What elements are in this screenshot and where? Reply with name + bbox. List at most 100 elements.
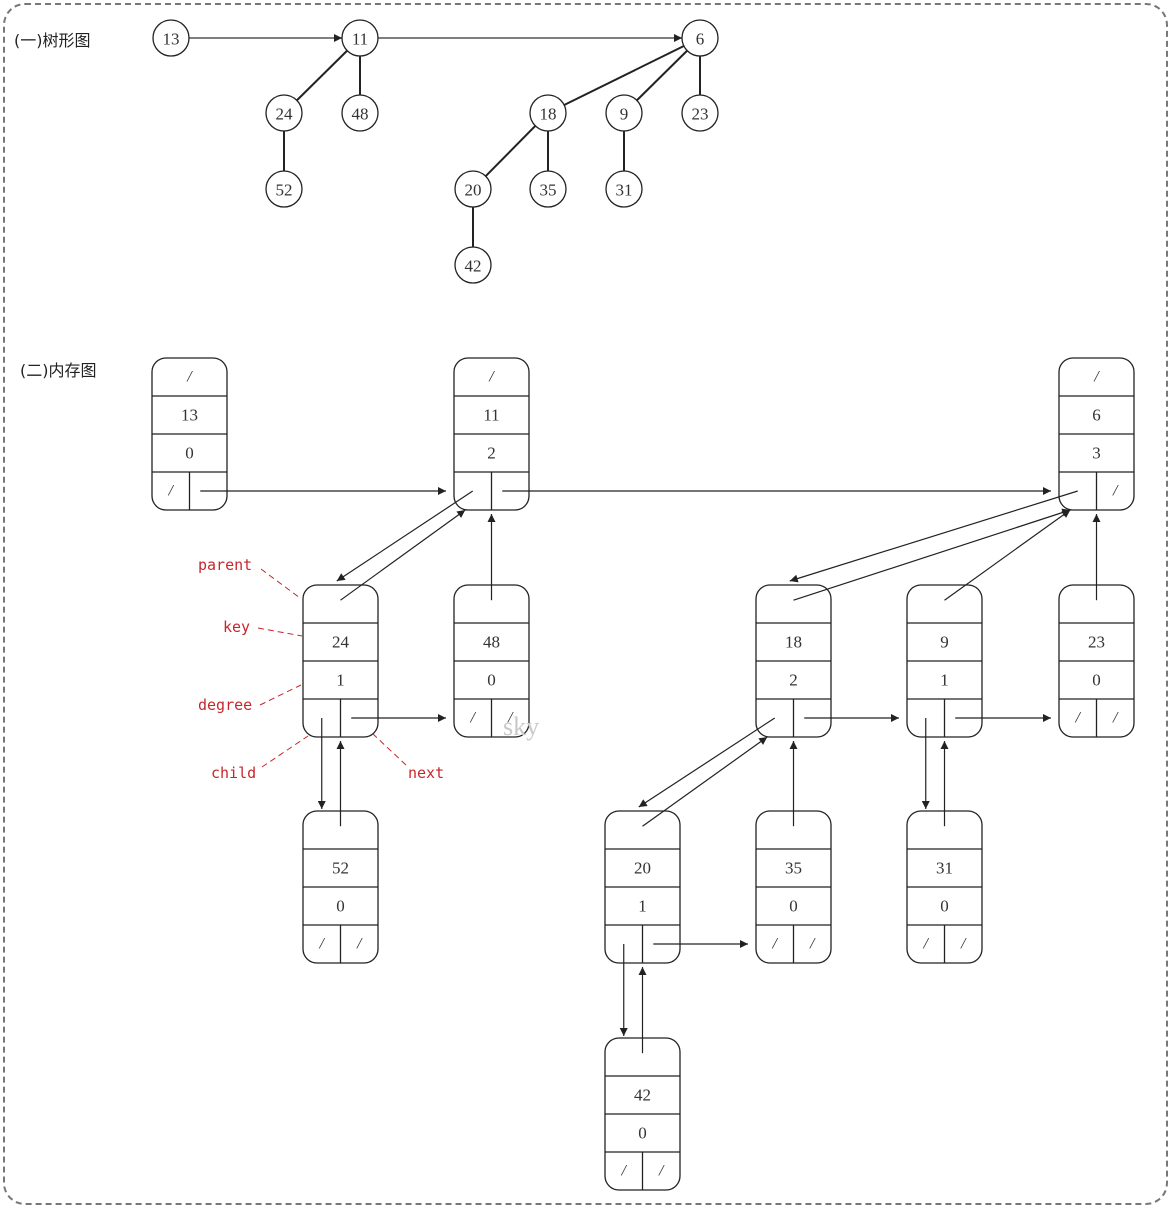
memory-node: / 6 3 / — [1058, 357, 1135, 511]
parent-pointer-arrow — [642, 736, 768, 827]
memory-child-field: / — [319, 936, 326, 953]
child-pointer-arrow — [638, 717, 776, 808]
watermark: sky — [503, 712, 539, 741]
tree-node-circle — [341, 94, 379, 132]
tree-node-label: 20 — [465, 181, 482, 200]
memory-child-field: / — [1075, 710, 1082, 727]
tree-node: 9 — [605, 94, 643, 132]
memory-node: 520// — [302, 810, 379, 964]
memory-nodes: /130//112/63/241480//520//18291230//2013… — [151, 357, 1135, 1191]
memory-next-field: / — [809, 936, 816, 953]
tree-node-label: 42 — [465, 257, 482, 276]
memory-key-field: 35 — [785, 859, 802, 878]
memory-degree-field: 0 — [1092, 671, 1101, 690]
memory-node: 182 — [755, 584, 832, 738]
memory-key-field: 9 — [940, 633, 949, 652]
tree-node-label: 31 — [616, 181, 633, 200]
tree-node-label: 11 — [352, 30, 368, 49]
memory-node: 230// — [1058, 584, 1135, 738]
memory-key-field: 31 — [936, 859, 953, 878]
memory-links — [200, 487, 1101, 1054]
annotation-child-leader — [261, 735, 309, 768]
tree-node: 48 — [341, 94, 379, 132]
memory-child-field: / — [168, 483, 175, 500]
tree-node: 52 — [265, 170, 303, 208]
tree-node: 24 — [265, 94, 303, 132]
memory-node: 48 0 / / — [453, 584, 530, 738]
tree-section-title: (一)树形图 — [14, 31, 91, 50]
tree-node: 20 — [454, 170, 492, 208]
tree-node-circle — [152, 19, 190, 57]
memory-node: / 11 2 — [453, 357, 530, 511]
memory-degree-field: 0 — [940, 897, 949, 916]
memory-child-field: / — [772, 936, 779, 953]
tree-node-circle — [341, 19, 379, 57]
tree-edge — [296, 49, 348, 102]
memory-key-field: 48 — [483, 633, 500, 652]
memory-key-field: 18 — [785, 633, 802, 652]
memory-next-field: / — [658, 1163, 665, 1180]
memory-node: 91 — [906, 584, 983, 738]
memory-degree-field: 1 — [638, 897, 647, 916]
field-annotations: parent key degree child next — [198, 556, 444, 782]
memory-key-field: 11 — [483, 406, 499, 425]
memory-degree-field: 1 — [940, 671, 949, 690]
tree-node-circle — [454, 170, 492, 208]
annotation-next: next — [408, 764, 444, 782]
memory-child-field: / — [923, 936, 930, 953]
memory-degree-field: 3 — [1092, 444, 1101, 463]
tree-node: 23 — [681, 94, 719, 132]
annotation-degree: degree — [198, 696, 252, 714]
memory-section-title: (二)内存图 — [20, 361, 97, 380]
tree-node-circle — [454, 246, 492, 284]
tree-edge — [484, 125, 537, 177]
memory-degree-field: 0 — [185, 444, 194, 463]
tree-node-circle — [681, 19, 719, 57]
memory-degree-field: 0 — [487, 671, 496, 690]
memory-node: 420// — [604, 1037, 681, 1191]
tree-node: 42 — [454, 246, 492, 284]
memory-key-field: 13 — [181, 406, 198, 425]
parent-pointer-arrow — [793, 508, 1071, 601]
memory-parent-field: / — [488, 369, 495, 386]
annotation-key: key — [223, 618, 250, 636]
annotation-parent-leader — [260, 568, 301, 599]
tree-node-label: 35 — [540, 181, 557, 200]
memory-diagram: /130//112/63/241480//520//18291230//2013… — [151, 357, 1135, 1191]
parent-pointer-arrow — [340, 509, 466, 601]
memory-degree-field: 0 — [336, 897, 345, 916]
memory-next-field: / — [507, 710, 514, 727]
memory-key-field: 24 — [332, 633, 350, 652]
tree-node-label: 18 — [540, 105, 557, 124]
tree-node-label: 9 — [620, 105, 629, 124]
tree-node: 35 — [529, 170, 567, 208]
memory-key-field: 20 — [634, 859, 651, 878]
tree-node-label: 6 — [696, 30, 705, 49]
tree-node-label: 24 — [276, 105, 294, 124]
child-pointer-arrow — [336, 490, 474, 582]
memory-next-field: / — [960, 936, 967, 953]
memory-next-field: / — [356, 936, 363, 953]
tree-node: 13 — [152, 19, 190, 57]
annotation-key-leader — [257, 627, 303, 637]
tree-node-circle — [605, 94, 643, 132]
annotation-degree-leader — [259, 684, 302, 706]
annotation-next-leader — [372, 733, 407, 766]
memory-next-field: / — [1112, 710, 1119, 727]
memory-parent-field: / — [186, 369, 193, 386]
memory-node: 31 0 / / — [906, 810, 983, 964]
annotation-child: child — [211, 764, 256, 782]
memory-next-field: / — [1112, 483, 1119, 500]
tree-node: 18 — [529, 94, 567, 132]
memory-key-field: 6 — [1092, 406, 1101, 425]
tree-node-circle — [265, 94, 303, 132]
memory-parent-field: / — [1093, 369, 1100, 386]
memory-degree-field: 2 — [487, 444, 496, 463]
tree-node-circle — [529, 170, 567, 208]
memory-child-field: / — [470, 710, 477, 727]
memory-key-field: 42 — [634, 1086, 651, 1105]
memory-node: 20 1 — [604, 810, 681, 964]
tree-node: 11 — [341, 19, 379, 57]
tree-node-label: 52 — [276, 181, 293, 200]
